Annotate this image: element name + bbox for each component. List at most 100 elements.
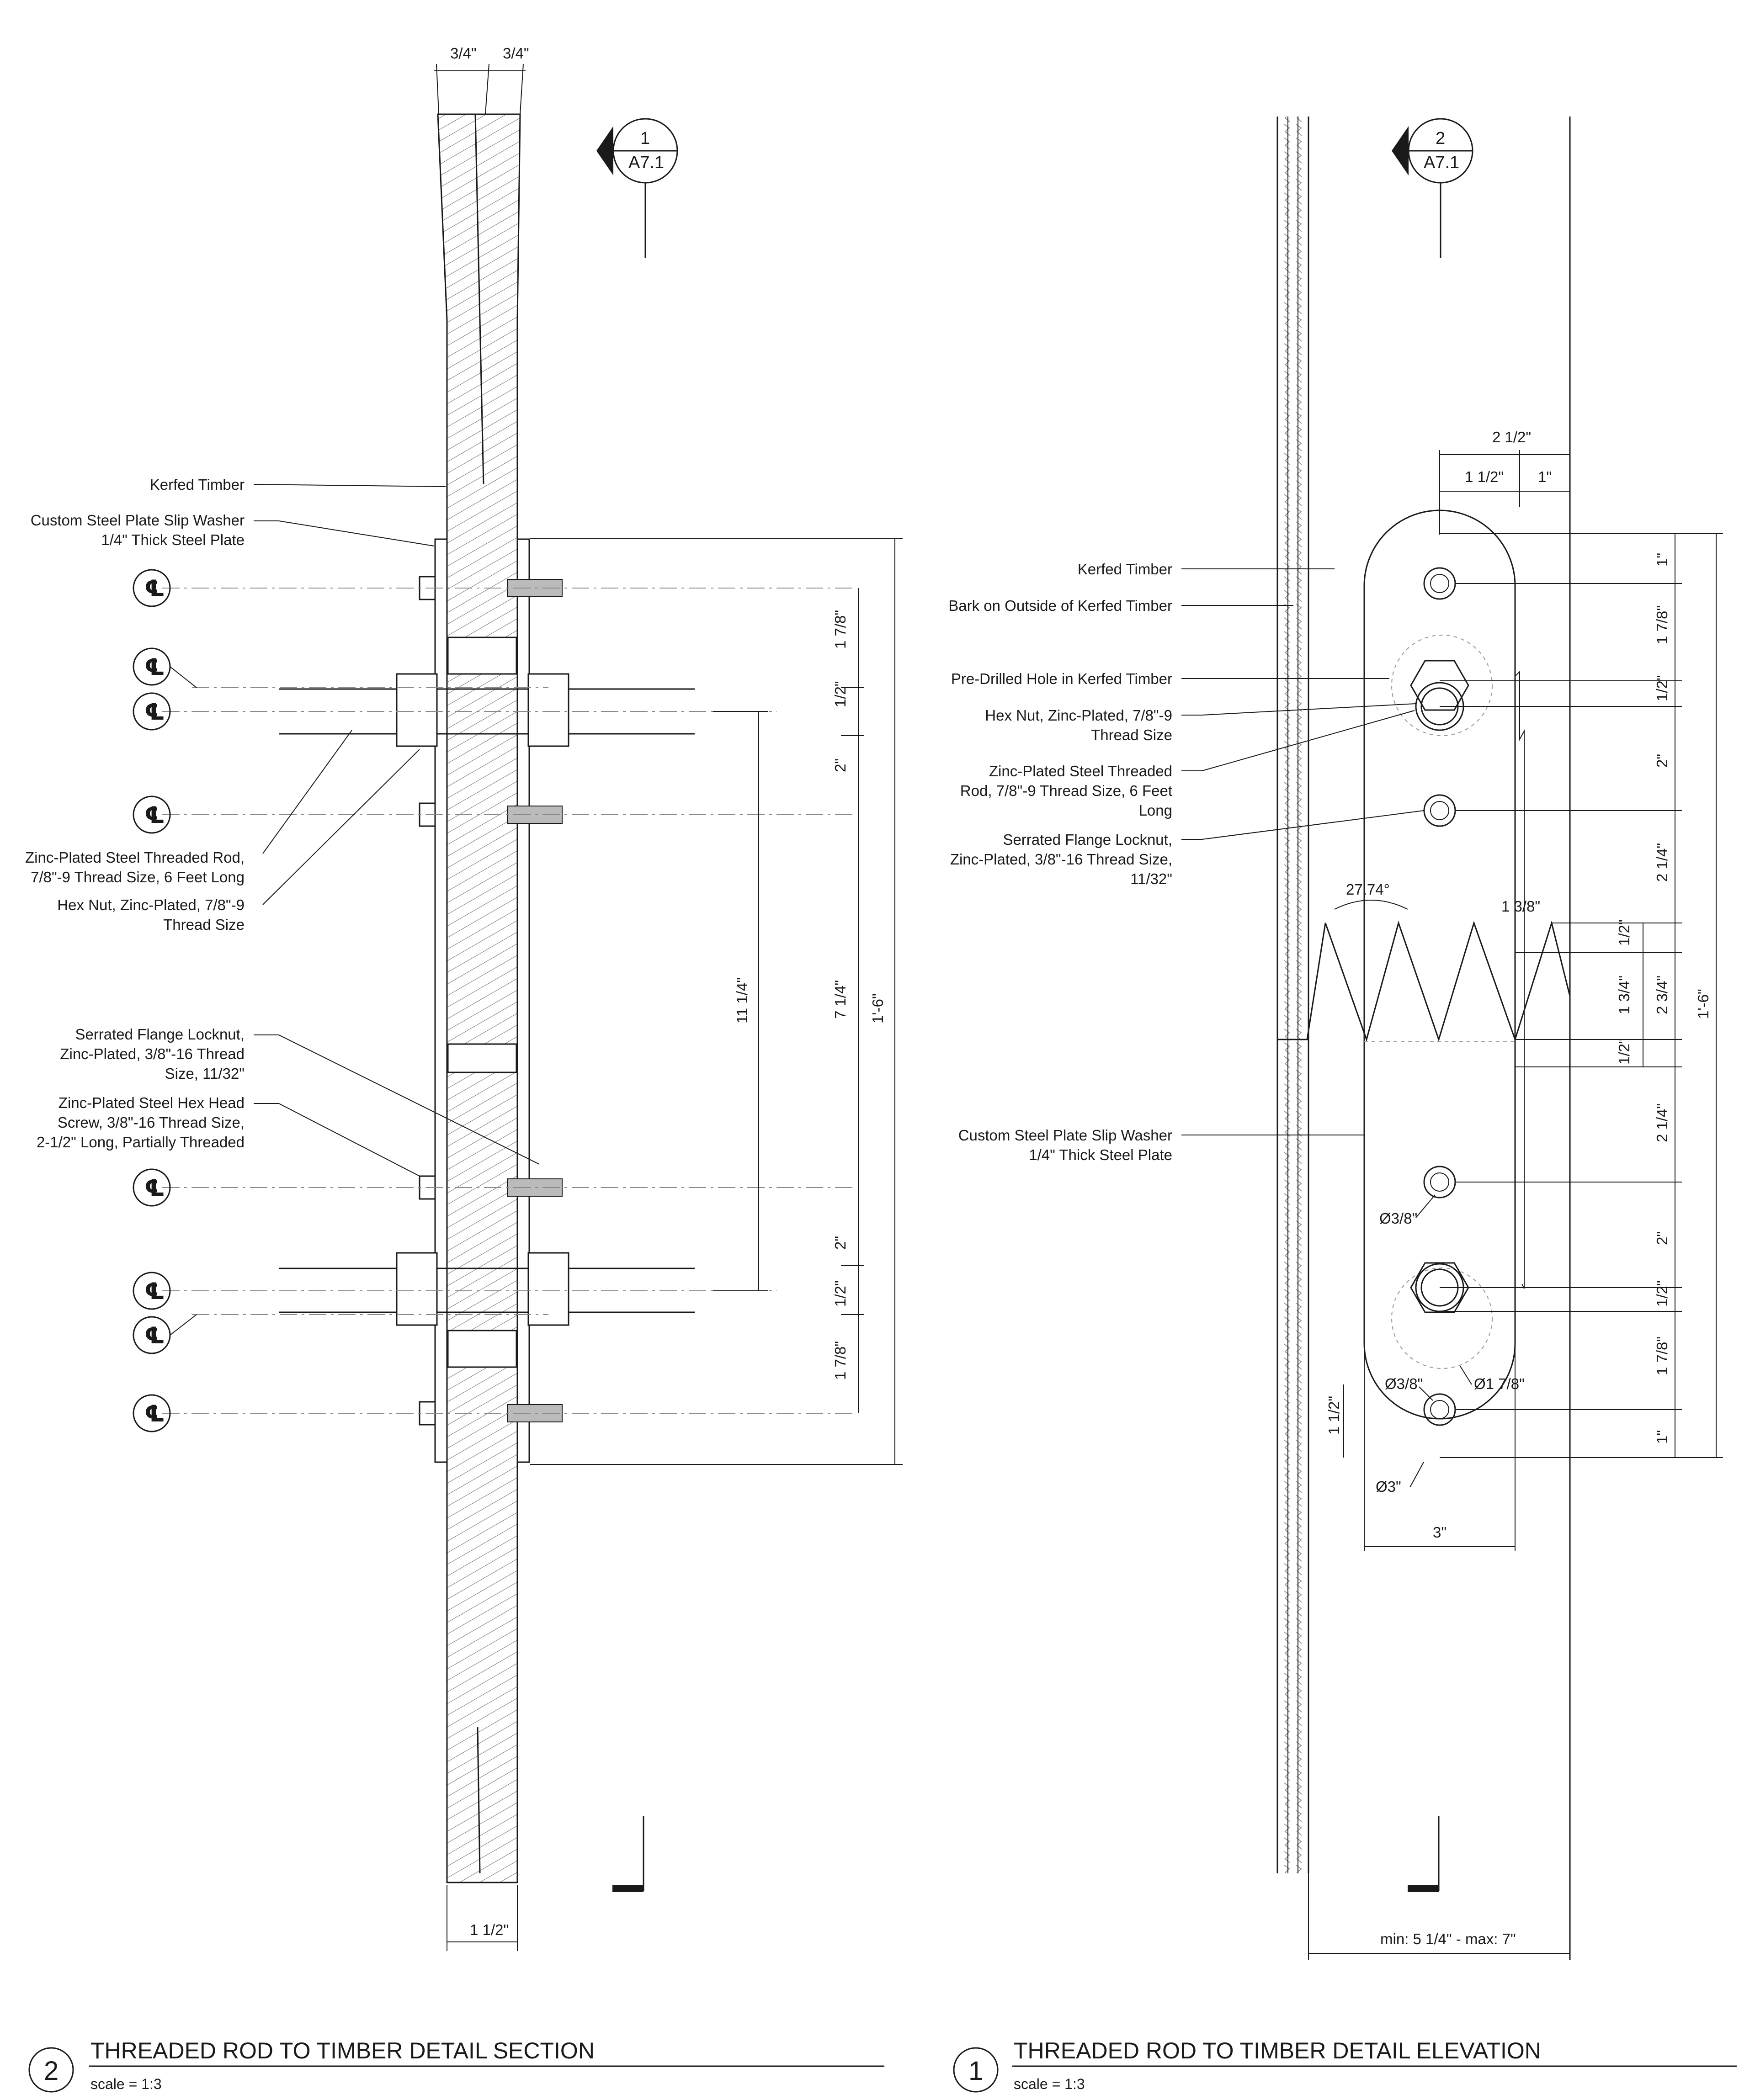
section-label-locknut-1: Serrated Flange Locknut, <box>75 1026 245 1043</box>
section-notes: Kerfed Timber Custom Steel Plate Slip Wa… <box>25 476 245 1151</box>
cl-symbol-7: ℄ <box>144 1323 165 1348</box>
section-threaded-rod-lower <box>279 1252 695 1326</box>
cl-symbol-4: ℄ <box>144 802 165 828</box>
section-drawing: 3/4" 3/4" <box>25 45 903 1951</box>
elev-dim-tooth-total: 2 3/4" <box>1654 976 1670 1014</box>
elev-dim-tooth: 1 3/8" <box>1501 898 1540 915</box>
section-top-dims: 3/4" 3/4" <box>434 45 529 115</box>
section-leaders <box>253 484 540 1177</box>
elev-label-rod-1: Zinc-Plated Steel Threaded <box>989 763 1172 780</box>
elev-dim-r6: 1/2" <box>1616 919 1633 946</box>
section-dim-3: 2" <box>832 758 849 772</box>
elev-dim-hole-small-b: Ø3/8" <box>1385 1375 1423 1392</box>
elevation-tag-sheet: A7.1 <box>1424 153 1459 172</box>
elev-label-predrilled: Pre-Drilled Hole in Kerfed Timber <box>951 670 1172 687</box>
section-label-hexnut-2: Thread Size <box>163 916 245 933</box>
elev-dim-r9: 2 1/4" <box>1654 1103 1670 1142</box>
section-dim-overall-b: 1'-6" <box>869 993 886 1023</box>
elevation-scale: scale = 1:3 <box>1014 2076 1085 2092</box>
elevation-cut-tag: 2 A7.1 <box>1392 118 1473 258</box>
elev-dim-r2: 1 7/8" <box>1654 605 1670 644</box>
elevation-serration <box>1277 920 1571 1042</box>
elev-label-rod-3: Long <box>1139 802 1172 819</box>
elev-dim-r7: 1 3/4" <box>1616 976 1633 1014</box>
section-label-screw-1: Zinc-Plated Steel Hex Head <box>58 1094 245 1111</box>
cl-symbol-2: ℄ <box>144 654 165 680</box>
elev-label-washer-2: 1/4" Thick Steel Plate <box>1029 1146 1172 1163</box>
elevation-top-dims: 2 1/2" 1 1/2" 1" <box>1439 429 1570 535</box>
section-dim-1: 1 7/8" <box>832 610 849 649</box>
elev-label-locknut-1: Serrated Flange Locknut, <box>1003 831 1172 848</box>
section-dim-top-b: 3/4" <box>503 45 529 62</box>
section-label-kerfed-timber: Kerfed Timber <box>150 476 245 493</box>
section-washer-plate-right <box>516 538 530 1463</box>
elev-dim-hole-small-a: Ø3/8" <box>1379 1210 1417 1227</box>
elev-dim-angle: 27.74° <box>1346 881 1390 898</box>
elev-label-hexnut-1: Hex Nut, Zinc-Plated, 7/8"-9 <box>985 707 1172 724</box>
section-label-washer-1: Custom Steel Plate Slip Washer <box>31 512 245 529</box>
elev-dim-r5: 2 1/4" <box>1654 843 1670 882</box>
section-dim-4: 7 1/4" <box>832 980 849 1019</box>
cl-symbol-6: ℄ <box>144 1278 165 1304</box>
section-dim-7: 1 7/8" <box>832 1341 849 1380</box>
section-centerlines <box>162 588 855 1414</box>
section-label-locknut-2: Zinc-Plated, 3/8"-16 Thread <box>60 1045 245 1062</box>
elevation-bark-strip <box>1277 117 1308 1873</box>
elev-dim-r1: 1" <box>1654 553 1670 567</box>
elev-dim-r10: 2" <box>1654 1231 1670 1245</box>
section-number: 2 <box>44 2056 58 2086</box>
elev-dim-r3: 1/2" <box>1654 675 1670 701</box>
section-cut-tag: 1 A7.1 <box>596 118 678 258</box>
elevation-holes <box>1410 567 1469 1426</box>
section-dim-2: 1/2" <box>832 681 849 707</box>
elev-label-hexnut-2: Thread Size <box>1091 727 1172 743</box>
elev-dim-top-b: 1" <box>1538 468 1552 485</box>
section-cut-mark-bottom <box>612 1816 644 1892</box>
elevation-washer-plate <box>1363 509 1516 1420</box>
section-centerline-markers: ℄ ℄ ℄ ℄ ℄ ℄ ℄ ℄ <box>133 569 197 1432</box>
elevation-number: 1 <box>968 2056 983 2086</box>
elev-dim-r13: 1" <box>1654 1430 1670 1444</box>
elev-dim-top-total: 2 1/2" <box>1492 429 1531 445</box>
section-dim-top-a: 3/4" <box>450 45 477 62</box>
elevation-title-block: 1 THREADED ROD TO TIMBER DETAIL ELEVATIO… <box>953 2038 1737 2093</box>
elevation-angle-dim: 27.74° 1 3/8" <box>1334 881 1540 915</box>
section-label-rod-2: 7/8"-9 Thread Size, 6 Feet Long <box>31 869 245 886</box>
section-label-locknut-3: Size, 11/32" <box>165 1065 245 1082</box>
section-title: THREADED ROD TO TIMBER DETAIL SECTION <box>90 2038 595 2063</box>
elevation-leaders <box>1181 568 1424 1135</box>
elev-label-locknut-2: Zinc-Plated, 3/8"-16 Thread Size, <box>950 851 1172 868</box>
elev-dim-width: 3" <box>1433 1524 1447 1541</box>
elevation-dim-chain: 1" 1 7/8" 1/2" 2" 2 1/4" 1/2" 1 3/4" 1/2… <box>1440 533 1723 1458</box>
elev-dim-r8: 1/2" <box>1616 1038 1633 1065</box>
section-dim-6: 1/2" <box>832 1280 849 1307</box>
elev-dim-top-a: 1 1/2" <box>1465 468 1504 485</box>
elev-dim-r11: 1/2" <box>1654 1280 1670 1307</box>
elevation-drawing: 1" 1 7/8" 1/2" 2" 2 1/4" 1/2" 1 3/4" 1/2… <box>948 117 1723 1960</box>
elev-dim-overall: 1'-6" <box>1695 989 1712 1019</box>
elev-dim-r4: 2" <box>1654 754 1670 768</box>
elevation-tag-number: 2 <box>1436 129 1445 148</box>
elevation-bottom-dims: 3" min: 5 1/4" - max: 7" <box>1308 1348 1570 1960</box>
elev-label-locknut-3: 11/32" <box>1130 870 1172 887</box>
cl-symbol-5: ℄ <box>144 1175 165 1201</box>
section-label-washer-2: 1/4" Thick Steel Plate <box>101 531 245 548</box>
section-title-block: 2 THREADED ROD TO TIMBER DETAIL SECTION … <box>28 2038 884 2093</box>
elevation-cut-mark-bottom <box>1408 1816 1440 1892</box>
cl-symbol-1: ℄ <box>144 576 165 601</box>
section-label-screw-3: 2-1/2" Long, Partially Threaded <box>37 1134 245 1151</box>
section-dim-bottom: 1 1/2" <box>470 1921 509 1938</box>
section-tag-sheet: A7.1 <box>628 153 664 172</box>
section-tag-number: 1 <box>640 129 650 148</box>
section-threaded-rod-upper <box>279 673 695 747</box>
section-dim-overall-a: 11 1/4" <box>734 977 750 1023</box>
elev-dim-r12: 1 7/8" <box>1654 1336 1670 1375</box>
cl-symbol-3: ℄ <box>144 699 165 725</box>
cl-symbol-8: ℄ <box>144 1401 165 1427</box>
elev-dim-left-small: 1 1/2" <box>1325 1396 1342 1435</box>
elevation-hole-callouts: Ø3/8" Ø3/8" Ø1 7/8" Ø3" 1 1/2" <box>1325 1194 1525 1495</box>
elev-label-kerfed-timber: Kerfed Timber <box>1078 561 1172 578</box>
section-bottom-dim: 1 1/2" <box>447 1885 518 1951</box>
elev-dim-timber-width: min: 5 1/4" - max: 7" <box>1380 1930 1516 1947</box>
section-dim-5: 2" <box>832 1236 849 1250</box>
